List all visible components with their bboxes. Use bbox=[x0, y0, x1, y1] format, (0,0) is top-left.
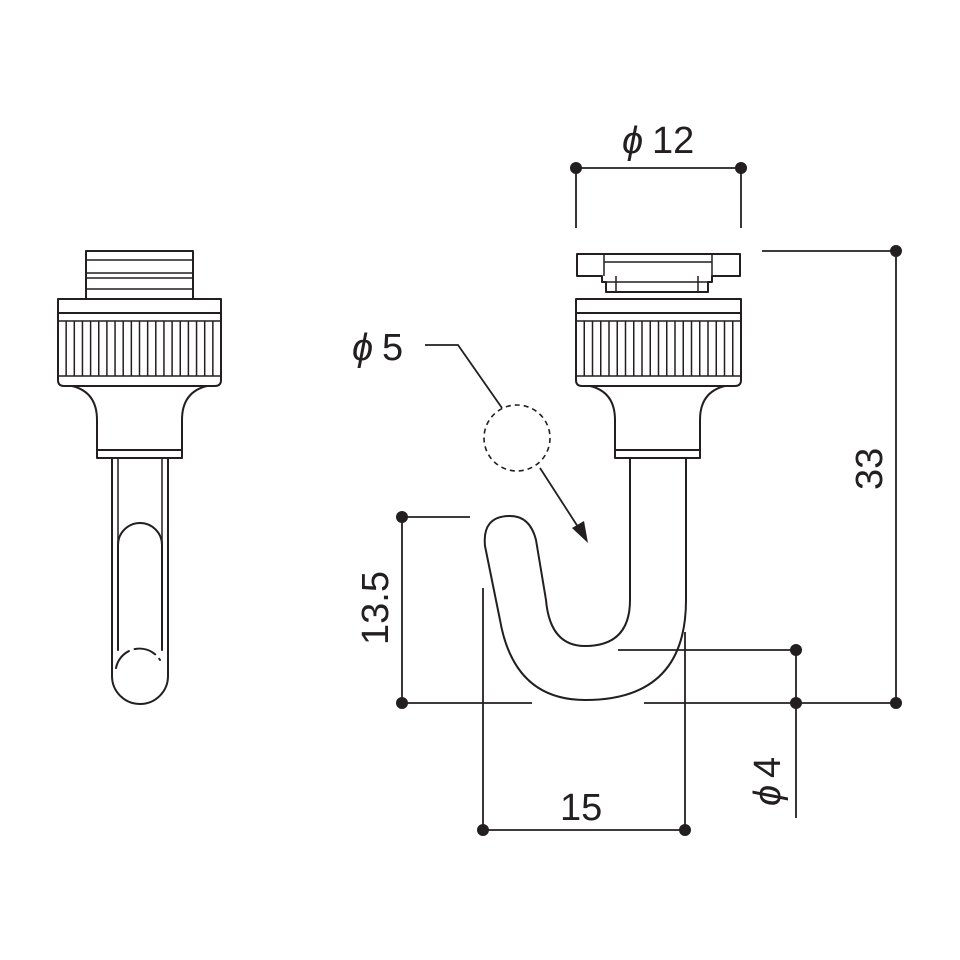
front-view-neck bbox=[589, 385, 726, 451]
dimension-top-diameter-value: 12 bbox=[652, 120, 694, 162]
dimension-total-height: 33 bbox=[762, 245, 902, 709]
side-view-shaft bbox=[111, 457, 169, 705]
front-view-knurled-nut bbox=[575, 312, 742, 387]
side-view-neck bbox=[71, 385, 208, 451]
side-view-flange bbox=[57, 298, 222, 314]
dimension-wire-diameter: ϕ 4 bbox=[618, 644, 802, 818]
dimension-total-height-value: 33 bbox=[849, 448, 891, 490]
side-view-knurled-nut bbox=[57, 312, 222, 387]
dimension-hook-diameter: ϕ 5 bbox=[352, 327, 588, 543]
front-view-cap bbox=[576, 253, 741, 293]
dimension-hook-width-value: 15 bbox=[560, 787, 602, 829]
side-view bbox=[57, 250, 222, 705]
dimension-hook-height-value: 13.5 bbox=[355, 571, 397, 645]
dimension-wire-diameter-symbol: ϕ bbox=[747, 785, 789, 806]
hook-diameter-dashed-circle bbox=[483, 404, 551, 472]
dimension-hook-diameter-symbol: ϕ bbox=[352, 327, 373, 369]
dimension-hook-width: 15 bbox=[477, 588, 691, 836]
front-view-hook bbox=[483, 457, 687, 701]
dimension-top-diameter: ϕ 12 bbox=[570, 120, 747, 228]
front-view bbox=[483, 253, 742, 701]
dimension-wire-diameter-value: 4 bbox=[747, 757, 789, 778]
front-view-flange bbox=[575, 298, 742, 314]
arrow-head bbox=[572, 521, 588, 543]
dimension-hook-height: 13.5 bbox=[355, 511, 470, 709]
side-view-cap bbox=[85, 250, 194, 300]
dimension-top-diameter-symbol: ϕ bbox=[622, 120, 643, 162]
dimension-hook-diameter-value: 5 bbox=[382, 327, 403, 369]
